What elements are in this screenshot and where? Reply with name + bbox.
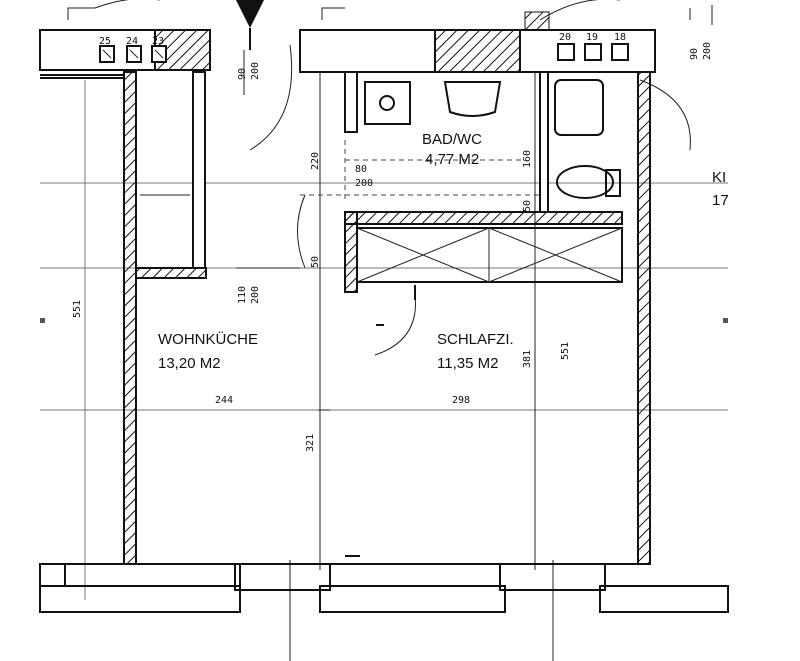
- left-shaft-block: 25 24 23: [39, 29, 211, 71]
- dim-short-b: 50: [522, 200, 533, 212]
- top-fragments: [67, 0, 713, 25]
- grid-lines: [40, 70, 728, 661]
- dim-bath-height: 160: [522, 150, 533, 168]
- bedroom-area: 11,35 M2: [437, 355, 498, 372]
- shaft-number: 24: [126, 36, 138, 47]
- sink-icon: [443, 81, 502, 117]
- bath-name: BAD/WC: [422, 131, 482, 148]
- shaft-number: 23: [152, 36, 164, 47]
- doors: [140, 44, 691, 356]
- hall-dashes: [300, 140, 540, 200]
- kitchen-name: WOHNKÜCHE: [158, 330, 258, 348]
- toilet-icon: [556, 165, 614, 199]
- bedroom-name: SCHLAFZI.: [437, 331, 514, 348]
- scan-marker: [40, 318, 45, 323]
- walls: [40, 71, 651, 565]
- dim-kitchen-width: 244: [215, 395, 233, 406]
- bath-area: 4,77 M2: [425, 151, 479, 168]
- right-shaft-block: 20 19 18: [299, 11, 656, 73]
- section-marker-label: 20: [244, 0, 256, 11]
- dim-door-a-height: 200: [250, 62, 261, 80]
- section-marker: 20: [236, 0, 264, 50]
- dim-right-height: 551: [560, 342, 571, 360]
- wardrobe: [356, 227, 623, 283]
- neighbor-room-area: 17: [712, 192, 729, 209]
- dim-door-c: 110: [237, 286, 248, 304]
- shower-tray-icon: [554, 79, 604, 136]
- dim-short-a: 50: [310, 256, 321, 268]
- room-labels: BAD/WC 4,77 M2 WOHNKÜCHE 13,20 M2 SCHLAF…: [158, 131, 729, 372]
- kitchen-area: 13,20 M2: [158, 355, 221, 372]
- dimension-labels: 244 298 551 551 321 381 160 220 90 200 8…: [72, 42, 713, 452]
- shaft-number: 19: [586, 32, 598, 43]
- washbasin-icon: [364, 81, 411, 125]
- shaft-number: 25: [99, 36, 111, 47]
- shaft-number: 18: [614, 32, 626, 43]
- dim-kitchen-lower: 321: [305, 434, 316, 452]
- dim-door-d: 90: [689, 48, 700, 60]
- dim-bedroom-height: 381: [522, 350, 533, 368]
- dim-left-height: 551: [72, 300, 83, 318]
- neighbor-room-name: KI: [712, 169, 726, 186]
- bath-fixtures: [364, 79, 621, 199]
- dim-door-c-height: 200: [250, 286, 261, 304]
- scan-marker: [723, 318, 728, 323]
- dim-door-a: 90: [237, 68, 248, 80]
- window-sills: [39, 555, 729, 613]
- dim-door-b: 80: [355, 164, 367, 175]
- dim-bedroom-width: 298: [452, 395, 470, 406]
- dim-door-d-height: 200: [702, 42, 713, 60]
- shaft-number: 20: [559, 32, 571, 43]
- dim-door-b-height: 200: [355, 178, 373, 189]
- dim-hall-height: 220: [310, 152, 321, 170]
